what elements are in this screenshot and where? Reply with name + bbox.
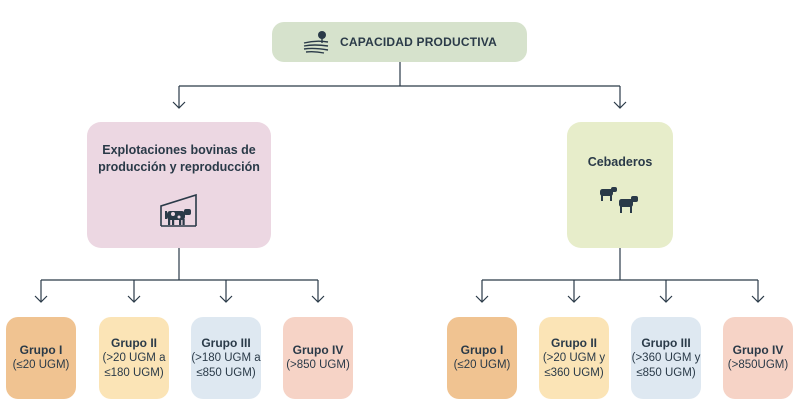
group-name: Grupo II <box>111 335 157 350</box>
group-i-cebaderos: Grupo I (≤20 UGM) <box>447 317 517 399</box>
group-range: (>850UGM) <box>727 359 789 371</box>
group-iv-explotaciones: Grupo IV (>850 UGM) <box>283 317 353 399</box>
category-explotaciones: Explotaciones bovinas de producción y re… <box>87 122 271 248</box>
group-name: Grupo III <box>201 335 251 350</box>
group-iii-cebaderos: Grupo III (>360 UGM y ≤850 UGM) <box>631 317 701 399</box>
group-name: Grupo III <box>641 335 691 350</box>
category-label: Cebaderos <box>587 154 653 169</box>
group-range: (>360 UGM y ≤850 UGM) <box>631 351 701 379</box>
root-node: CAPACIDAD PRODUCTIVA <box>272 22 527 62</box>
root-title: CAPACIDAD PRODUCTIVA <box>340 35 497 49</box>
category-label: Explotaciones bovinas de producción y re… <box>98 143 260 174</box>
group-range: (>20 UGM y ≤360 UGM) <box>542 351 606 379</box>
group-name: Grupo IV <box>732 343 784 357</box>
farm-field-icon <box>303 31 329 54</box>
group-name: Grupo I <box>460 343 504 357</box>
group-name: Grupo II <box>551 335 597 350</box>
group-i-explotaciones: Grupo I (≤20 UGM) <box>6 317 76 399</box>
category-cebaderos: Cebaderos <box>567 122 673 248</box>
group-name: Grupo IV <box>292 343 344 357</box>
group-range: (>20 UGM a ≤180 UGM) <box>102 351 166 379</box>
group-iii-explotaciones: Grupo III (>180 UGM a ≤850 UGM) <box>191 317 261 399</box>
calves-icon <box>600 186 638 213</box>
group-ii-explotaciones: Grupo II (>20 UGM a ≤180 UGM) <box>99 317 169 399</box>
group-range: (>180 UGM a ≤850 UGM) <box>191 351 261 379</box>
group-iv-cebaderos: Grupo IV (>850UGM) <box>723 317 793 399</box>
group-range: (≤20 UGM) <box>12 359 70 371</box>
group-range: (>850 UGM) <box>286 359 350 371</box>
cow-barn-icon <box>160 193 197 227</box>
group-ii-cebaderos: Grupo II (>20 UGM y ≤360 UGM) <box>539 317 609 399</box>
group-range: (≤20 UGM) <box>453 359 511 371</box>
group-name: Grupo I <box>19 343 63 357</box>
